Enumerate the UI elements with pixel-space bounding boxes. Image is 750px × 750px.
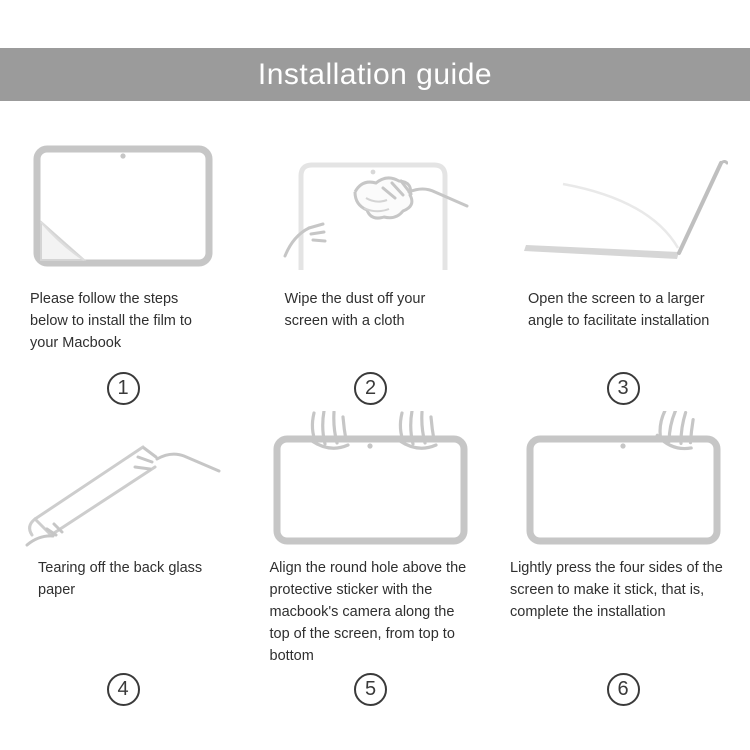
step-number: 4 xyxy=(117,678,129,700)
step-caption-box: Please follow the steps below to install… xyxy=(3,280,243,366)
step-number-badge: 4 xyxy=(106,673,140,706)
step-caption: Open the screen to a larger angle to fac… xyxy=(528,291,710,330)
step-caption-box: Tearing off the back glass paper xyxy=(3,549,243,667)
step-caption: Wipe the dust off your screen with a clo… xyxy=(284,291,426,330)
page-title: Installation guide xyxy=(257,57,493,91)
steps-row-2: Tearing off the back glass paper 4 xyxy=(0,411,750,706)
step-caption: Please follow the steps below to install… xyxy=(30,291,192,352)
step-number-badge: 6 xyxy=(606,673,640,706)
step-number: 5 xyxy=(364,678,377,700)
step-5: Align the round hole above the protectiv… xyxy=(243,411,498,706)
step-illustration xyxy=(23,421,223,549)
step-number: 6 xyxy=(617,678,629,700)
steps-row-1: Please follow the steps below to install… xyxy=(0,128,750,405)
step-number: 1 xyxy=(117,377,129,399)
step-illustration xyxy=(271,128,471,280)
press-screen-edges-icon xyxy=(526,411,720,545)
step-illustration xyxy=(521,411,726,549)
step-number: 3 xyxy=(617,377,629,399)
step-illustration xyxy=(28,128,218,280)
tear-back-paper-icon xyxy=(25,445,221,547)
step-caption: Lightly press the four sides of the scre… xyxy=(510,560,723,621)
step-3: Open the screen to a larger angle to fac… xyxy=(498,128,748,405)
step-6: Lightly press the four sides of the scre… xyxy=(498,411,748,706)
open-laptop-angle-icon xyxy=(524,160,728,259)
step-number: 2 xyxy=(364,377,377,399)
step-number-badge: 5 xyxy=(354,673,387,706)
step-caption-box: Align the round hole above the protectiv… xyxy=(243,549,498,667)
step-number-badge: 3 xyxy=(606,372,640,405)
step-caption-box: Open the screen to a larger angle to fac… xyxy=(498,280,748,366)
step-number-badge: 2 xyxy=(354,372,387,405)
tablet-film-peel-icon xyxy=(33,145,213,267)
step-1: Please follow the steps below to install… xyxy=(3,128,243,405)
align-film-hands-icon xyxy=(273,411,468,545)
step-caption: Tearing off the back glass paper xyxy=(38,560,203,599)
step-caption-box: Wipe the dust off your screen with a clo… xyxy=(243,280,498,366)
header-banner: Installation guide xyxy=(0,48,750,101)
step-2: Wipe the dust off your screen with a clo… xyxy=(243,128,498,405)
step-illustration xyxy=(518,128,728,280)
step-4: Tearing off the back glass paper 4 xyxy=(3,421,243,706)
wipe-screen-cloth-icon xyxy=(283,162,468,270)
step-number-badge: 1 xyxy=(106,372,140,405)
step-caption: Align the round hole above the protectiv… xyxy=(269,560,467,665)
steps-grid: Please follow the steps below to install… xyxy=(0,128,750,706)
step-illustration xyxy=(268,411,473,549)
step-caption-box: Lightly press the four sides of the scre… xyxy=(498,549,748,667)
